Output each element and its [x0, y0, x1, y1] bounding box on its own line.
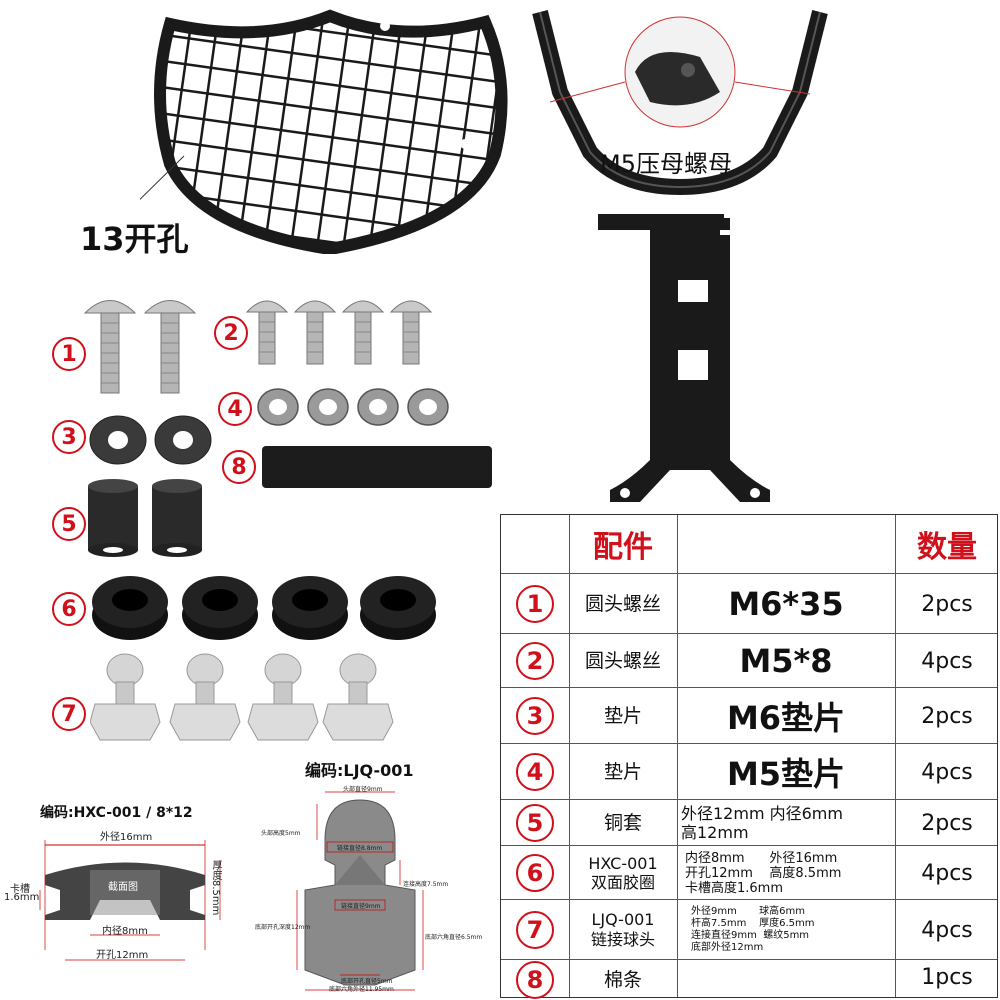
row-number: 8 [516, 961, 554, 999]
table-row: 6 HXC-001 双面胶圈 内径8mm 外径16mm 开孔12mm 高度8.5… [501, 845, 997, 899]
m6-washers-image [88, 410, 218, 470]
press-nut-annotation: M5压母螺母 [600, 150, 732, 178]
grommet-outer-label: 外径16mm [100, 832, 153, 843]
part-number-8: 8 [222, 450, 256, 484]
part-number-6: 6 [52, 592, 86, 626]
hxc-code-label: 编码:HXC-001 / 8*12 [40, 805, 193, 821]
ball-bolt-dia-label: 链接直径9mm [341, 903, 381, 910]
row-name: 垫片 [603, 704, 642, 727]
row-name: 棉条 [603, 968, 642, 991]
row-qty: 4pcs [921, 860, 973, 886]
grommet-slot-label: 卡槽 [10, 884, 30, 895]
table-row: 7 LJQ-001 链接球头 外径9mm 球高6mm 杆高7.5mm 厚度6.5… [501, 899, 997, 959]
part-number-7: 7 [52, 697, 86, 731]
row-qty: 4pcs [921, 759, 973, 785]
row-number: 2 [516, 642, 554, 680]
holes-annotation: 13开孔 [80, 220, 189, 258]
grommet-section-label: 截面图 [108, 882, 138, 893]
row-spec-line1: 外径12mm 内径6mm [681, 804, 843, 823]
ball-head-dia-label: 头部直径9mm [343, 786, 383, 793]
row-qty: 4pcs [921, 648, 973, 674]
row-qty: 2pcs [921, 810, 973, 836]
row-spec-line2: 开孔12mm 高度8.5mm [685, 865, 842, 881]
m6-screws-image [80, 288, 200, 398]
ball-base-dia-label: 底部开孔直径5mm [341, 978, 393, 985]
row-name: 圆头螺丝 [584, 592, 661, 615]
headlight-grille-image [119, 4, 520, 256]
table-row: 4 垫片 M5垫片 4pcs [501, 743, 997, 799]
grommet-thickness-label: 厚度8.5mm [210, 860, 221, 916]
row-number: 4 [516, 753, 554, 791]
row-name: 圆头螺丝 [584, 649, 661, 672]
table-row: 1 圆头螺丝 M6*35 2pcs [501, 573, 997, 633]
row-qty: 2pcs [921, 703, 973, 729]
ball-hole-depth-label: 底部开孔深度12mm [255, 924, 311, 931]
upper-bracket-image [520, 2, 840, 202]
row-number: 1 [516, 585, 554, 623]
row-spec-line1: 外径9mm 球高6mm [691, 906, 805, 917]
row-spec-line3: 卡槽高度1.6mm [685, 880, 784, 896]
part-number-4: 4 [218, 392, 252, 426]
foam-strip-image [262, 446, 492, 488]
part-number-5: 5 [52, 507, 86, 541]
ball-neck-height-label: 连接高度7.5mm [403, 881, 449, 888]
row-number: 5 [516, 804, 554, 842]
row-number: 6 [516, 854, 554, 892]
lower-bracket-image [590, 210, 790, 510]
row-name: 铜套 [603, 811, 642, 834]
table-row: 5 铜套 外径12mm 内径6mm 高12mm 2pcs [501, 799, 997, 845]
row-spec-line3: 连接直径9mm 螺纹5mm [691, 930, 810, 941]
grommet-slot-value: 1.6mm [4, 892, 40, 903]
row-qty: 4pcs [921, 917, 973, 943]
row-name-line2: 链接球头 [590, 930, 655, 949]
ball-heads-image [89, 652, 420, 747]
row-number: 7 [516, 911, 554, 949]
ball-hex-dia-label: 底部六角直径6.5mm [425, 934, 483, 941]
row-spec: M5垫片 [726, 755, 846, 793]
ball-head-diagram: 头部直径9mm 头部高度5mm 链接直径8.8mm 连接高度7.5mm 链接直径… [255, 780, 495, 995]
table-row: 3 垫片 M6垫片 2pcs [501, 687, 997, 743]
row-qty: 1pcs [921, 964, 973, 990]
part-number-2: 2 [214, 316, 248, 350]
table-header-qty: 数量 [917, 530, 977, 565]
row-spec: M6*35 [728, 585, 844, 623]
table-header-part: 配件 [593, 530, 653, 565]
row-name-line1: LJQ-001 [591, 910, 655, 929]
parts-table: 配件 数量 1 圆头螺丝 M6*35 2pcs 2 圆头螺丝 M5*8 4pcs… [500, 514, 998, 999]
m5-washers-image [256, 385, 456, 430]
row-number: 3 [516, 697, 554, 735]
ball-link-dia-label: 链接直径8.8mm [337, 845, 383, 852]
row-spec: M5*8 [739, 642, 833, 680]
grommets-image [90, 570, 440, 645]
grommet-hole-label: 开孔12mm [96, 950, 149, 961]
row-spec-line1: 内径8mm 外径16mm [685, 850, 838, 866]
grommet-inner-label: 内径8mm [102, 926, 148, 937]
row-name: 垫片 [603, 760, 642, 783]
part-number-1: 1 [52, 337, 86, 371]
row-spec-line4: 底部外径12mm [691, 942, 764, 953]
row-spec-line2: 杆高7.5mm 厚度6.5mm [691, 918, 815, 929]
part-number-3: 3 [52, 420, 86, 454]
ball-head-height-label: 头部高度5mm [261, 830, 301, 837]
row-name-line1: HXC-001 [588, 854, 658, 873]
table-row: 8 棉条 1pcs [501, 959, 997, 999]
row-qty: 2pcs [921, 591, 973, 617]
row-spec-line2: 高12mm [681, 823, 749, 842]
ljq-code-label: 编码:LJQ-001 [305, 761, 414, 780]
row-spec: M6垫片 [726, 699, 846, 737]
grommet-diagram: 外径16mm 厚度8.5mm 卡槽 1.6mm 截面图 内径8mm 开孔12mm [0, 820, 250, 990]
m5-screws-image [245, 290, 445, 370]
sleeves-image [86, 478, 216, 558]
ball-hex-outer-label: 底部六角外径11.95mm [329, 986, 394, 993]
row-name-line2: 双面胶圈 [590, 873, 655, 892]
table-row: 2 圆头螺丝 M5*8 4pcs [501, 633, 997, 687]
